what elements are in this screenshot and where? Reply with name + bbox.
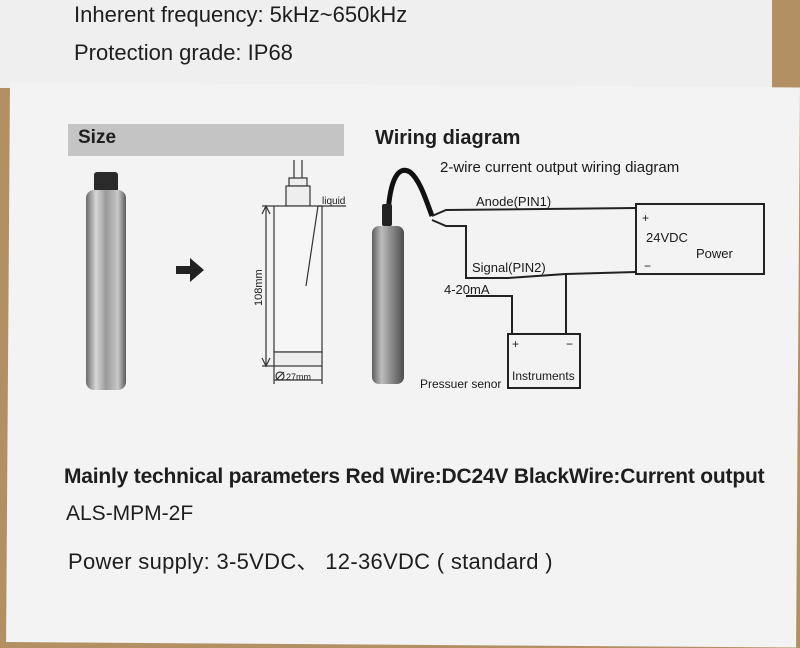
sensor-photo <box>86 172 126 390</box>
diagram-svg: liquid 108mm 27mm + 24VDC Power − + − In… <box>86 159 765 391</box>
wiring-lines <box>431 207 637 334</box>
power-box <box>635 203 765 275</box>
size-title: Size <box>78 127 117 148</box>
size-header-bar <box>68 124 344 156</box>
protection-grade-text: Protection grade: IP68 <box>74 40 293 65</box>
wiring-sensor <box>372 167 435 384</box>
technical-parameters-heading: Mainly technical parameters Red Wire:DC2… <box>64 465 765 488</box>
power-minus-label: − <box>644 259 651 273</box>
arrow-right-icon <box>176 258 204 282</box>
instruments-label: Instruments <box>512 369 575 383</box>
power-plus-label: + <box>642 211 649 225</box>
width-dimension-label: 27mm <box>286 372 311 382</box>
power-voltage-label: 24VDC <box>646 230 688 245</box>
inst-plus-label: + <box>512 337 519 351</box>
size-drawing <box>261 160 346 384</box>
paper-top-sheet <box>0 0 772 88</box>
wiring-subtitle: 2-wire current output wiring diagram <box>440 159 679 176</box>
power-supply-text: Power supply: 3-5VDC、 12-36VDC ( standar… <box>68 549 553 574</box>
sensor-label: Pressuer senor <box>420 377 501 391</box>
instruments-box <box>507 333 581 389</box>
anode-label: Anode(PIN1) <box>476 194 551 209</box>
wiring-diagram-title: Wiring diagram <box>375 127 521 149</box>
power-label: Power <box>696 246 734 261</box>
liquid-label: liquid <box>322 196 345 207</box>
inst-minus-label: − <box>566 337 573 351</box>
inherent-frequency-text: Inherent frequency: 5kHz~650kHz <box>74 2 408 27</box>
signal-label: Signal(PIN2) <box>472 260 546 275</box>
current-label: 4-20mA <box>444 282 490 297</box>
height-dimension-label: 108mm <box>253 269 265 306</box>
model-number: ALS-MPM-2F <box>66 502 194 525</box>
